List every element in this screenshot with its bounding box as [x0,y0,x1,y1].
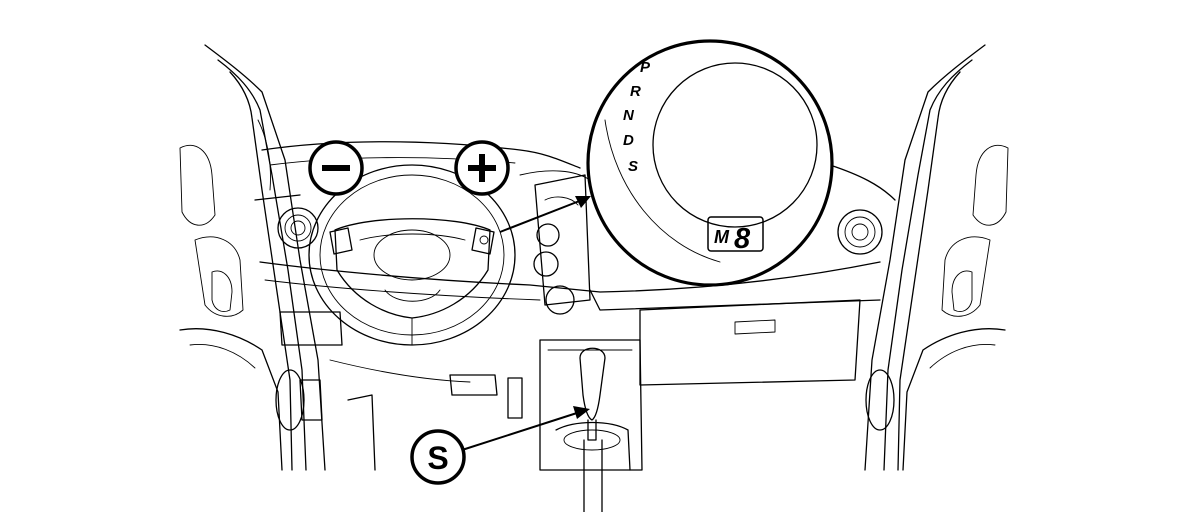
minus-paddle-callout: − [308,140,364,196]
s-callout-label: S [427,440,448,476]
inset-leader-line [499,199,583,233]
s-leader-line [461,411,581,451]
steering-wheel [308,164,516,346]
right-door-panel [837,44,1009,471]
left-door-panel [179,44,326,471]
gear-letter-n: N [623,107,635,124]
leader-arrows [461,196,591,451]
s-callout: S [410,429,466,485]
gear-letter-d: D [623,132,634,149]
gear-letter-p: P [640,59,651,76]
mode-letter-m: M [714,227,730,247]
shift-indicator-inset: P R N D S M 8 [586,39,834,287]
gear-letter-r: R [630,83,641,100]
gear-display: M 8 [707,216,764,255]
center-console [539,339,643,471]
inset-outline [586,39,834,287]
gear-letter-s: S [628,158,638,175]
s-arrowhead [573,406,590,419]
indicator-dial [652,62,818,228]
inset-arrowhead [575,196,591,208]
plus-paddle-callout: + [454,140,510,196]
gear-digit: 8 [734,223,751,255]
